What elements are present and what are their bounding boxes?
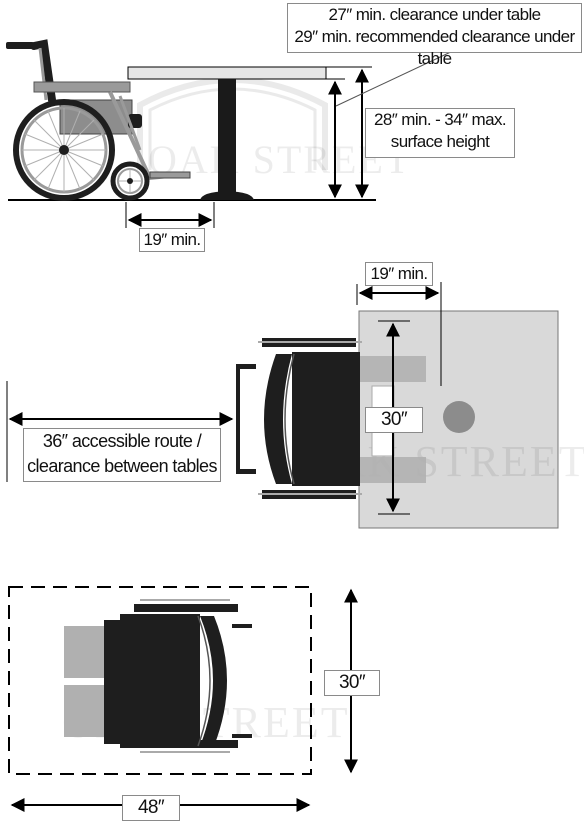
footprint-view: OAK STREET — [8, 586, 358, 812]
wheelchair-side — [6, 39, 191, 201]
footprint-width-text: 48″ — [137, 797, 165, 818]
route-line1: 36″ accessible route / — [42, 431, 202, 451]
clear-floor-space — [8, 586, 312, 775]
pedestal-plan — [443, 401, 475, 433]
route-label: 36″ accessible route / clearance between… — [23, 428, 221, 482]
side-depth-text: 19″ min. — [143, 230, 202, 249]
top-depth-label: 19″ min. — [365, 262, 433, 286]
top-depth-text: 19″ min. — [370, 264, 429, 283]
clearance-label: 27″ min. clearance under table 29″ min. … — [287, 3, 582, 68]
table-base — [200, 191, 254, 200]
footprint-width-label: 48″ — [122, 795, 180, 821]
height-line2: surface height — [390, 132, 490, 151]
clearance-leader — [335, 49, 456, 107]
clearance-line1: 27″ min. clearance under table — [328, 5, 542, 24]
wheelchair-footprint — [64, 599, 252, 753]
clearance-line2: 29″ min. recommended clearance under tab… — [294, 27, 575, 68]
height-line1: 28″ min. - 34″ max. — [374, 110, 507, 129]
surface-height-label: 28″ min. - 34″ max. surface height — [365, 108, 515, 158]
route-line2: clearance between tables — [27, 456, 217, 476]
side-depth-label: 19″ min. — [139, 228, 205, 252]
table-pedestal — [218, 79, 236, 193]
top-width-text: 30″ — [380, 409, 408, 430]
top-view: OAK STREET — [6, 282, 584, 529]
side-view: OAK STREET — [6, 39, 456, 228]
footprint-height-text: 30″ — [338, 672, 366, 693]
wheelchair-top — [236, 338, 426, 499]
footprint-height-label: 30″ — [324, 670, 380, 696]
top-width-label: 30″ — [365, 407, 423, 433]
